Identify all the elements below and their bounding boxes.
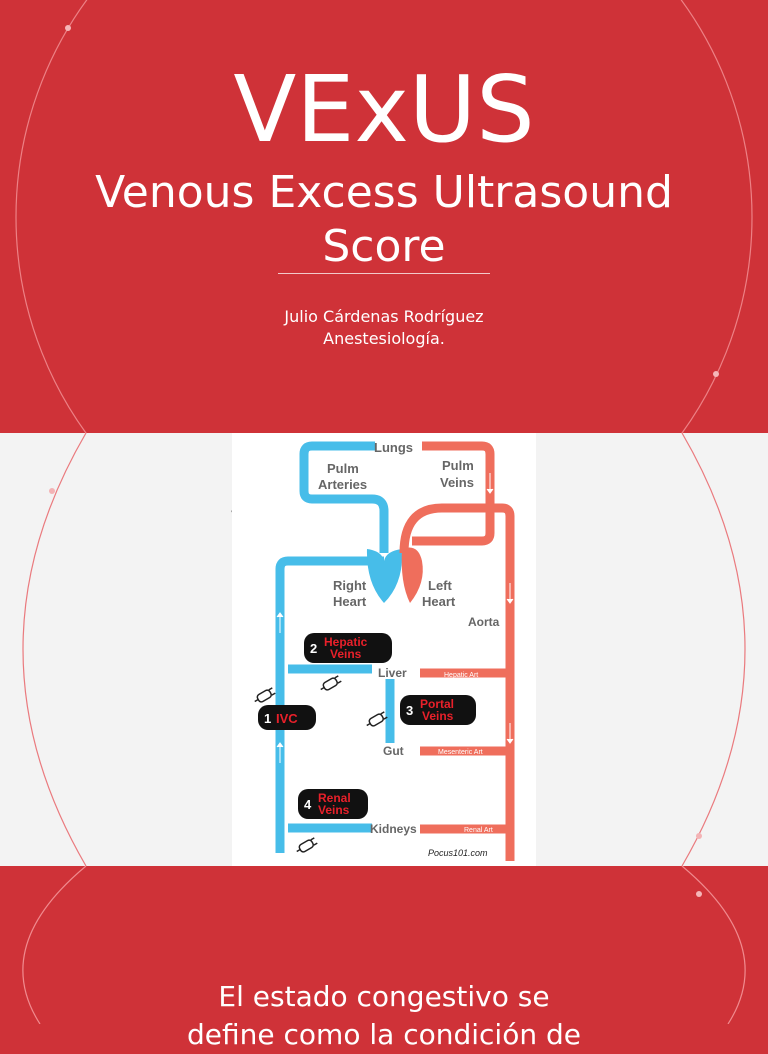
decorative-arcs-mid xyxy=(22,433,746,866)
badge-3-line2: Veins xyxy=(422,709,454,723)
label-kidneys: Kidneys xyxy=(370,822,417,836)
label-pulm-veins-1: Pulm xyxy=(442,458,474,473)
badge-portal-veins: 3 Portal Veins xyxy=(400,695,476,725)
badge-2-number: 2 xyxy=(310,641,317,656)
badge-renal-veins: 4 Renal Veins xyxy=(298,789,368,819)
diagram-labels: Lungs Pulm Arteries Pulm Veins Right Hea… xyxy=(318,440,500,836)
circulation-svg: Lungs Pulm Arteries Pulm Veins Right Hea… xyxy=(254,440,515,861)
flow-arrows xyxy=(276,473,514,763)
label-left-heart-2: Heart xyxy=(422,594,456,609)
badge-4-number: 4 xyxy=(304,797,312,812)
label-credit: Pocus101.com xyxy=(428,848,488,858)
badge-ivc: 1 IVC xyxy=(258,705,316,730)
left-heart xyxy=(401,547,423,603)
label-mesenteric-art: Mesenteric Art xyxy=(438,749,483,756)
slide-subtitle: Venous Excess Ultrasound Score xyxy=(95,167,673,272)
title-divider xyxy=(278,273,490,274)
title-band: VExUS Venous Excess Ultrasound Score Jul… xyxy=(0,0,768,433)
badge-2-line1: Hepatic xyxy=(324,635,368,649)
badge-4-line2: Veins xyxy=(318,803,350,817)
badge-1-text: IVC xyxy=(276,711,298,726)
label-left-heart-1: Left xyxy=(428,578,453,593)
label-gut: Gut xyxy=(383,744,404,758)
venous-system xyxy=(275,441,395,853)
decorative-arcs xyxy=(15,0,753,433)
label-aorta: Aorta xyxy=(468,615,500,629)
artery-labels: Hepatic Art Mesenteric Art Renal Art xyxy=(438,672,493,834)
probe-icons xyxy=(254,675,388,853)
badge-1-number: 1 xyxy=(264,711,271,726)
decor-dot xyxy=(696,833,702,839)
probe-icon xyxy=(366,711,388,727)
decor-dot xyxy=(65,25,71,31)
decorative-arcs-bottom xyxy=(22,866,746,1024)
badge-3-number: 3 xyxy=(406,703,413,718)
body-line-2: define como la condición de xyxy=(187,1018,581,1051)
label-liver: Liver xyxy=(378,666,407,680)
label-right-heart-2: Heart xyxy=(333,594,367,609)
badge-3-line1: Portal xyxy=(420,697,454,711)
badge-hepatic-veins: 2 Hepatic Veins xyxy=(304,633,392,663)
decor-dot xyxy=(49,488,55,494)
body-text: El estado congestivo se define como la c… xyxy=(100,978,668,1054)
probe-icon xyxy=(320,675,342,691)
circulation-diagram: Lungs Pulm Arteries Pulm Veins Right Hea… xyxy=(232,433,536,866)
right-heart xyxy=(366,549,403,603)
decor-dot xyxy=(713,371,719,377)
label-lungs: Lungs xyxy=(374,440,413,455)
text-band xyxy=(0,866,768,1024)
badge-2-line2: Veins xyxy=(330,647,362,661)
label-hepatic-art: Hepatic Art xyxy=(444,672,478,679)
body-line-1: El estado congestivo se xyxy=(218,980,550,1013)
label-pulm-veins-2: Veins xyxy=(440,475,474,490)
author-name: Julio Cárdenas Rodríguez xyxy=(284,307,484,326)
label-pulm-arteries-2: Arteries xyxy=(318,477,367,492)
badge-4-line1: Renal xyxy=(318,791,351,805)
label-renal-art: Renal Art xyxy=(464,827,493,834)
author-department: Anestesiología. xyxy=(323,329,445,348)
decor-dot xyxy=(696,891,702,897)
probe-icon xyxy=(254,687,276,703)
slide-title: VExUS xyxy=(233,56,535,163)
arterial-system xyxy=(399,441,515,861)
label-pulm-arteries-1: Pulm xyxy=(327,461,359,476)
author-block: Julio Cárdenas Rodríguez Anestesiología. xyxy=(0,306,768,350)
probe-icon xyxy=(296,837,318,853)
label-right-heart-1: Right xyxy=(333,578,367,593)
